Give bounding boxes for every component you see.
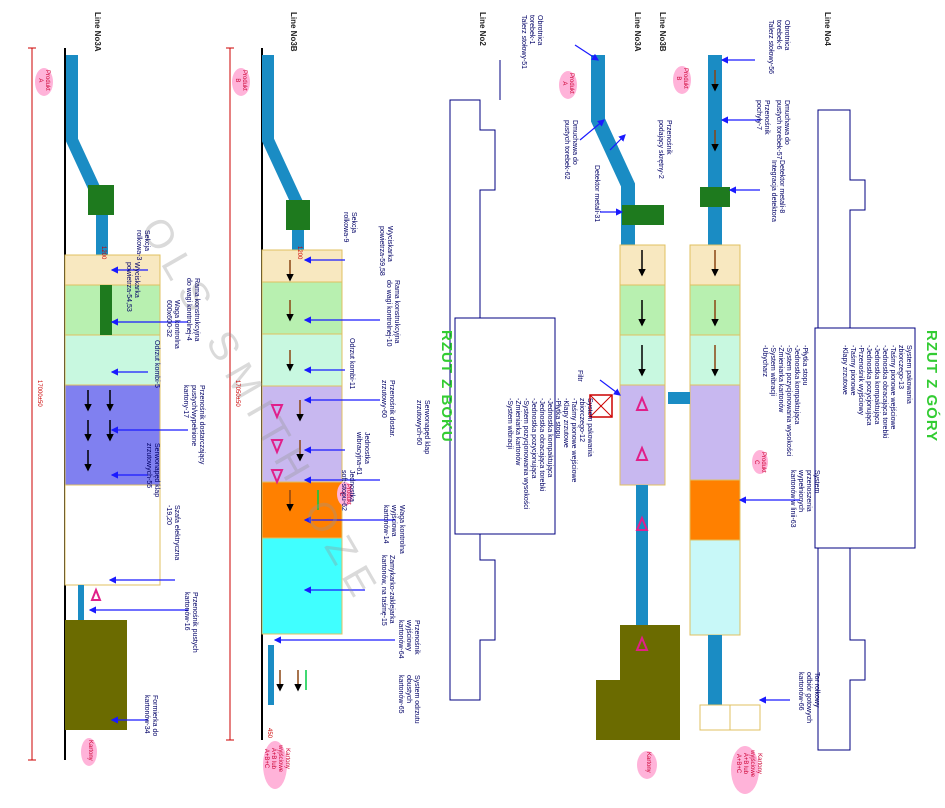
label-obrotnica-1: Obrotnica torebek-1 Talerz stołowy-51 bbox=[520, 15, 543, 70]
callout-arrows bbox=[88, 44, 800, 724]
dim-3a: 17000±50 bbox=[36, 380, 42, 407]
label-obrotnica-6: Obrotnica torebek-6 Talerz stołowy-56 bbox=[767, 20, 790, 75]
label-system-pakowania-13: System pakowania zbiorczego-13 -Taśmy pi… bbox=[841, 345, 912, 439]
label-dmuchawa-57: Dmuchawa do pustych torebek-57 bbox=[775, 100, 790, 160]
dim-small-a: 1200 bbox=[100, 246, 106, 260]
label-detektor-8: Detektor metali-8 Integracja detektora bbox=[770, 160, 785, 222]
product-b-left: Produkt B bbox=[234, 70, 247, 91]
label-przenosnik-17: Przenośnik dostarczający pustych/wypełni… bbox=[182, 385, 205, 465]
label-przenosnik-64: Przenośnik wyjściowy kartonów-64 bbox=[397, 620, 420, 659]
label-serwonaped-klap: Serwonapęd klap zrzutowych-60 bbox=[415, 400, 430, 455]
kartony-right: Kartony bbox=[645, 752, 651, 773]
label-jednostka-61: Jednostka wibracyjna-61 bbox=[355, 432, 370, 476]
label-jednostka-62: Jednostka soft-stopu-62 bbox=[340, 470, 355, 511]
line-header-3a-side: Line No3A bbox=[93, 12, 102, 52]
label-rama-4: Rama konstrukcyjna do wagi kontrolnej-4 bbox=[185, 278, 200, 342]
label-przenosnik-2: Przenośnik podający skrętny-2 bbox=[657, 120, 672, 179]
label-tor-66: Tor rolkowy odbiór gotowych kartonów-66 bbox=[797, 672, 820, 723]
label-system-pakowania-12: System pakowania zbiorczego-12 -Taśmy pi… bbox=[506, 398, 593, 510]
line-header-no4: Line No4 bbox=[823, 12, 832, 46]
label-sekcja-9: Sekcja rolkowa-9 bbox=[342, 212, 357, 243]
label-dmuchawa-62: Dmuchawa do pustych torebek-62 bbox=[563, 120, 578, 180]
label-system-63: System przenoszenia wypełnionych kartonó… bbox=[789, 470, 820, 528]
filter-symbol bbox=[589, 394, 613, 418]
line-header-3b-top: Line No3B bbox=[658, 12, 667, 52]
side-line-3a bbox=[28, 47, 161, 761]
label-system-65: System odrzutu obustych kartonów-65 bbox=[397, 675, 420, 724]
line-header-3a-top: Line No3A bbox=[633, 12, 642, 52]
label-odrzut-11: Odrzut kombi-11 bbox=[348, 338, 355, 390]
label-wyciskarka-53: Wyciskarka powietrza-54,53 bbox=[125, 262, 140, 312]
top-view-title: RZUT Z GÓRY bbox=[923, 330, 940, 443]
product-a-right: Produkt A bbox=[561, 73, 574, 94]
top-line-3b bbox=[668, 55, 761, 731]
line-header-no2: Line No2 bbox=[478, 12, 487, 46]
product-markers bbox=[35, 66, 768, 794]
kartony-left: Kartony bbox=[87, 740, 93, 761]
label-wyciskarka-58: Wyciskarka powietrza-59,58 bbox=[378, 226, 393, 276]
label-odrzut-5: Odrzut kombi-5 bbox=[153, 340, 160, 388]
label-sekcja-3: Sekcja rolkowa-3 bbox=[135, 230, 150, 261]
side-view-title: RZUT Z BOKU bbox=[438, 330, 455, 443]
top-line-3a bbox=[589, 55, 680, 740]
label-filtr: Filtr bbox=[576, 370, 583, 382]
label-przenosnik-7: Przenośnik pochyły-7 bbox=[755, 100, 770, 135]
label-rama-10: Rama konstrukcyjna do wagi kontrolnej-10 bbox=[385, 280, 400, 347]
product-a-left: Produkt A bbox=[37, 70, 50, 91]
formierka-block bbox=[65, 620, 127, 730]
label-waga-14: Waga kontrolna wyjściowa kartonów-14 bbox=[382, 505, 405, 554]
kartony-wyj-right: Kartony wyjściowe A+B lub A+B+C bbox=[735, 750, 762, 778]
label-przenosnik-16: Przenośnik pustych kartonów-16 bbox=[183, 592, 198, 653]
label-plytka-stopu: -Płytka stopu -Jednostka kompaktująca -S… bbox=[761, 345, 808, 457]
side-line-no2 bbox=[449, 60, 556, 701]
top-line-no4 bbox=[814, 109, 916, 751]
dim-small-b: 1200 bbox=[296, 246, 302, 260]
dim-small-c: 450 bbox=[266, 728, 272, 739]
label-przenosnik-60: Przenośnik dostar. zrzutowy-60 bbox=[380, 380, 395, 438]
product-b-right: Produkt B bbox=[675, 68, 688, 89]
line-header-3b-side: Line No3B bbox=[289, 12, 298, 52]
kartony-wyj-left: Kartony wyjściowe A+B lub A+B+C bbox=[263, 745, 290, 773]
side-line-3b bbox=[226, 47, 343, 741]
label-formierka-34: Formierka do kartonów-34 bbox=[143, 695, 158, 737]
dim-3b: 17050±50 bbox=[234, 380, 240, 407]
detector-box bbox=[88, 185, 114, 215]
label-zamykarko-15: Zamykarko-zaklejarka kartonów, na taśmę-… bbox=[380, 555, 395, 626]
label-szafa-19: Szafa elektryczna -19,20 bbox=[165, 505, 180, 561]
label-waga-32: Waga kontrolna 600x600-32 bbox=[165, 300, 180, 349]
label-detektor-31: Detektor metali-31 bbox=[593, 165, 600, 223]
label-serwonaped-55: Serwonapęd klap zrzutowych-55 bbox=[145, 443, 160, 498]
